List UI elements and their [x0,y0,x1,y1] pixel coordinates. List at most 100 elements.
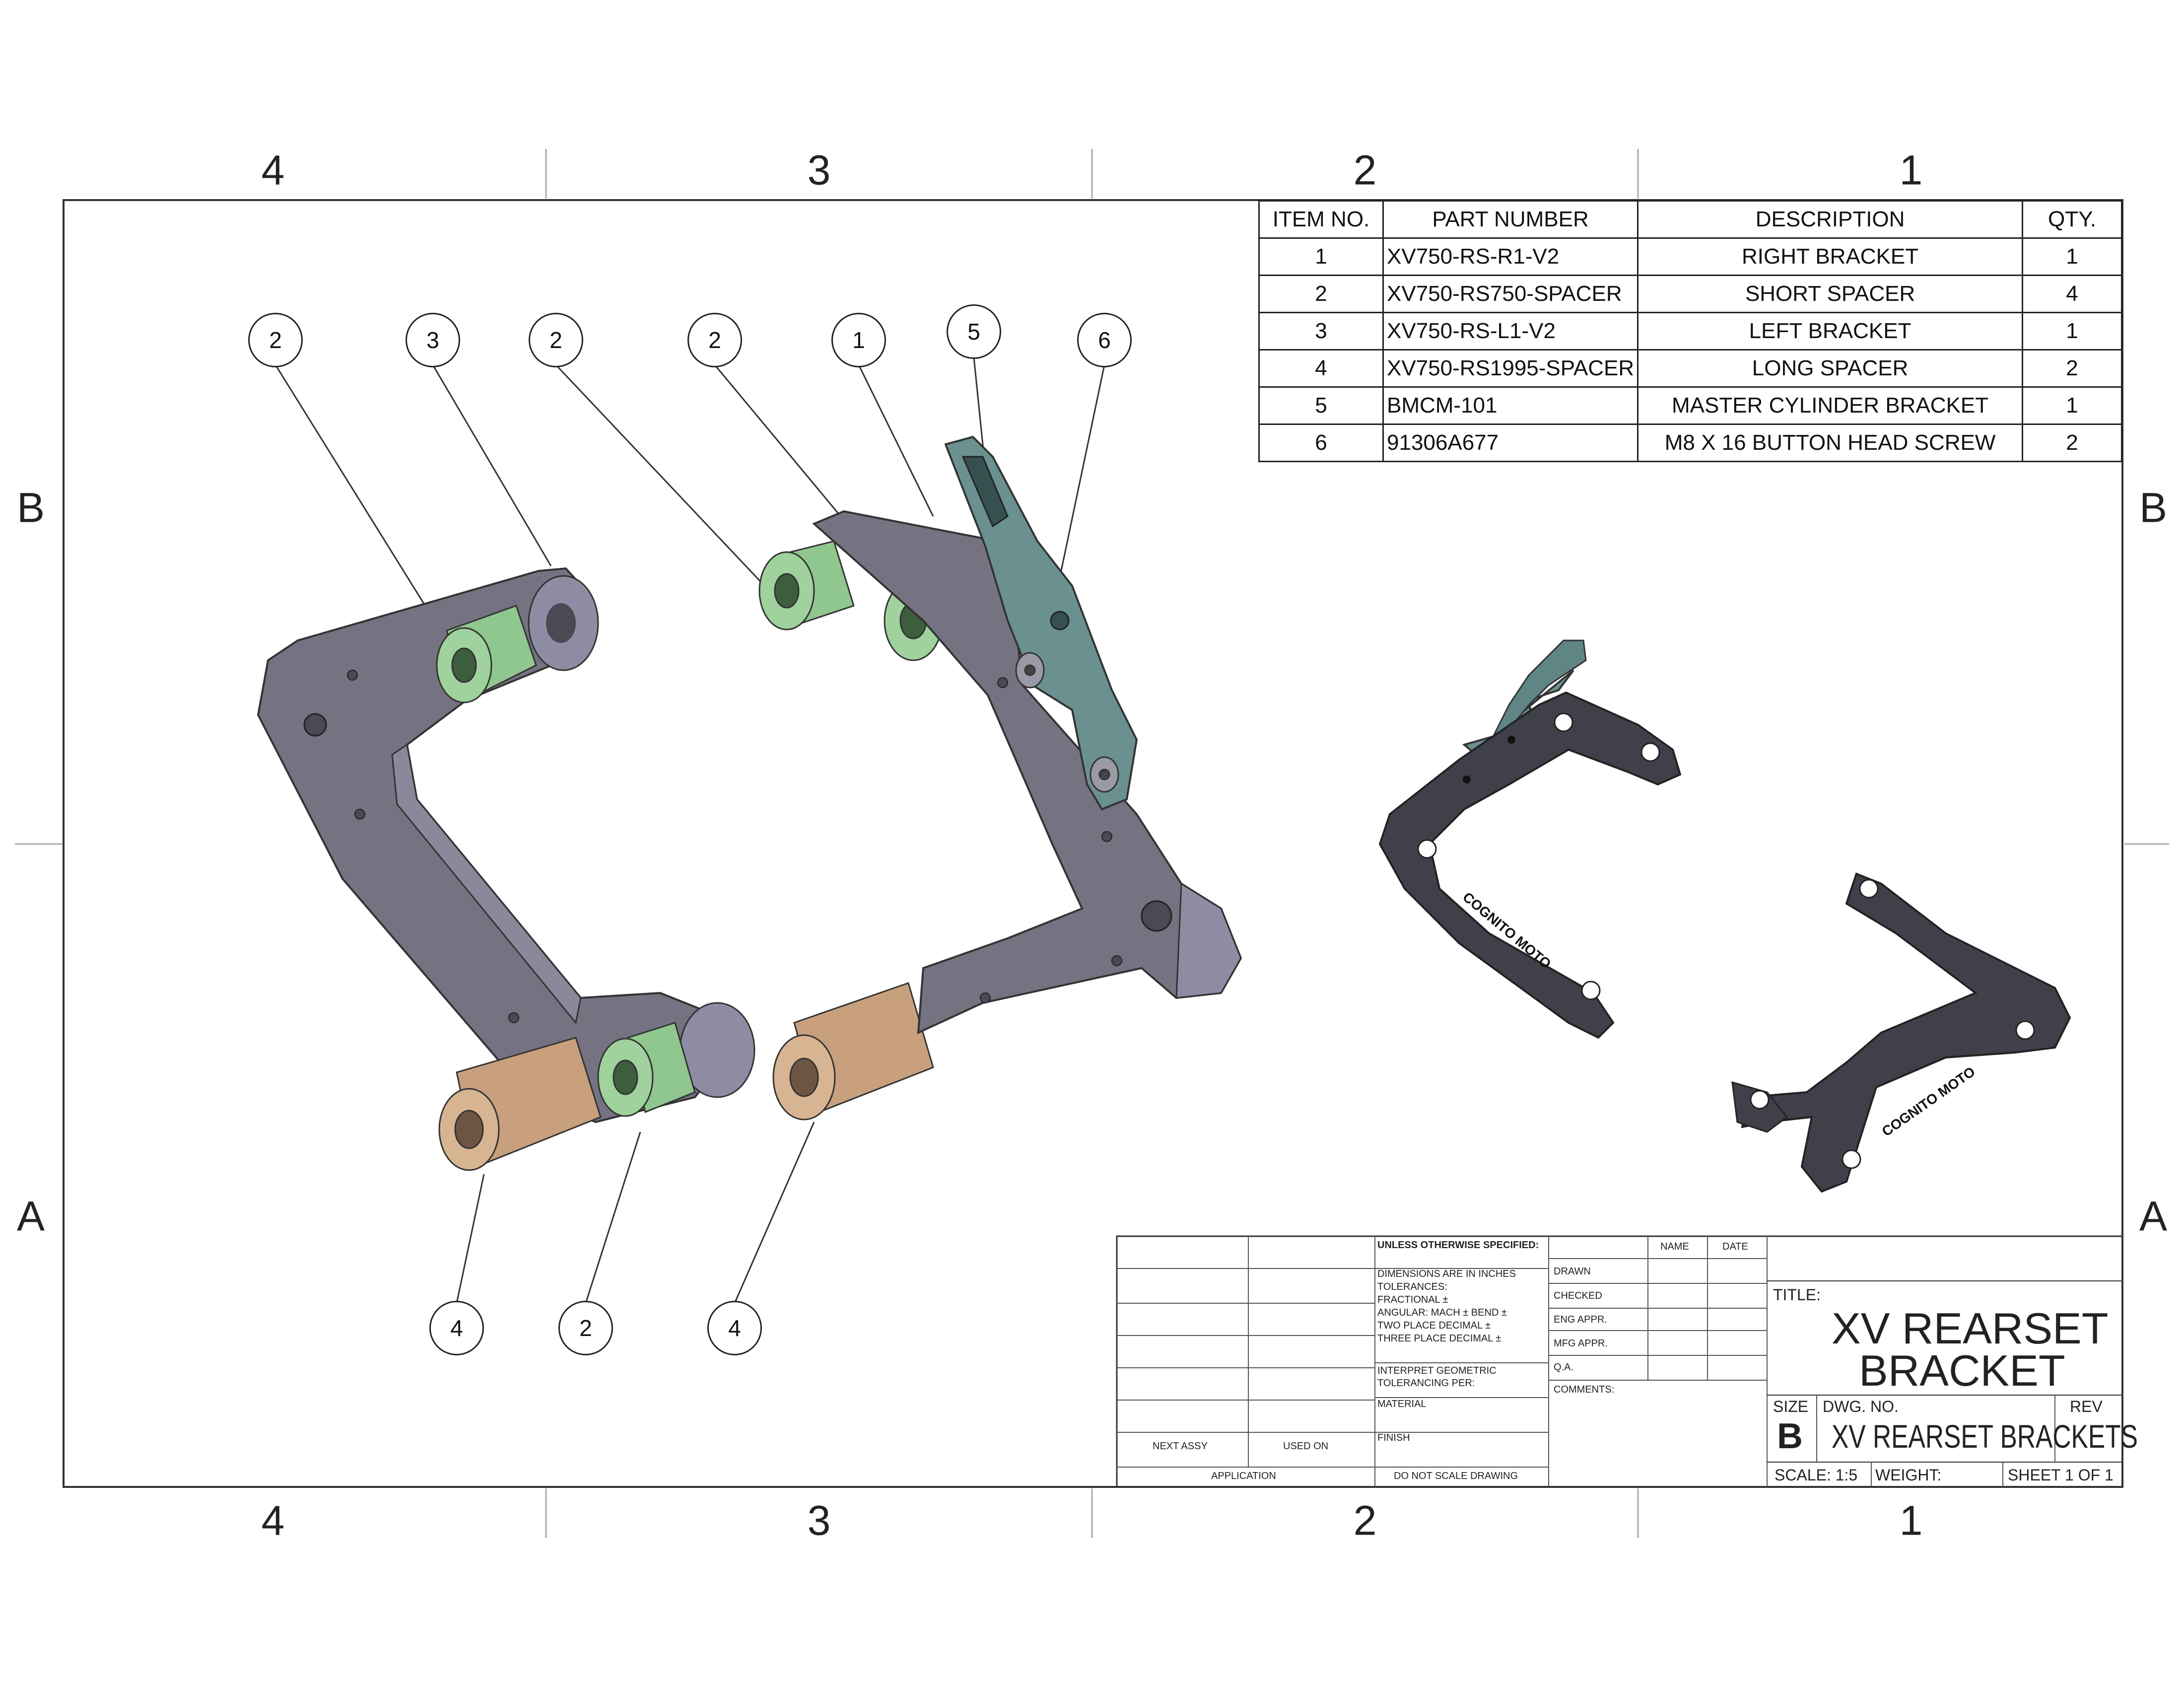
tb-comments: COMMENTS: [1554,1384,1615,1395]
item-balloon: 2 [558,1301,613,1355]
bom-part: XV750-RS-L1-V2 [1382,312,1639,351]
tb-angular: ANGULAR: MACH ± BEND ± [1377,1307,1507,1318]
bom-part: XV750-RS750-SPACER [1382,275,1639,313]
tb-size-value: B [1777,1416,1803,1456]
bom-item: 1 [1258,237,1384,276]
zone-row-a-right: A [2139,1193,2168,1240]
tb-weight: WEIGHT: [1875,1466,1942,1484]
tb-drawn: DRAWN [1554,1266,1591,1277]
bom-desc: M8 X 16 BUTTON HEAD SCREW [1637,423,2024,462]
bom-header-part: PART NUMBER [1382,200,1639,239]
side-view-left-bracket [1731,872,2071,1193]
zone-row-b-right: B [2139,484,2168,531]
tb-tolerances: TOLERANCES: [1377,1281,1447,1292]
zone-col-4-top: 4 [261,146,285,194]
item-balloon: 2 [687,313,742,367]
tb-scale: SCALE: 1:5 [1774,1466,1858,1484]
tb-material: MATERIAL [1377,1399,1427,1409]
tb-sheet: SHEET 1 OF 1 [2008,1466,2114,1484]
zone-col-4-bottom: 4 [261,1497,285,1544]
tb-two-place: TWO PLACE DECIMAL ± [1377,1320,1491,1331]
tb-used-on: USED ON [1283,1441,1329,1452]
bom-header-desc: DESCRIPTION [1637,200,2024,239]
drawing-border [63,199,2123,1488]
item-balloon: 6 [1077,313,1132,367]
tb-application: APPLICATION [1211,1471,1276,1481]
drawing-title-line2: BRACKET [1859,1346,2065,1395]
bom-desc: LONG SPACER [1637,349,2024,388]
item-balloon: 2 [529,313,583,367]
bom-qty: 1 [2022,312,2122,351]
drawing-title-line1: XV REARSET [1832,1304,2109,1353]
tb-name: NAME [1660,1241,1689,1252]
tb-three-place: THREE PLACE DECIMAL ± [1377,1333,1502,1344]
tb-do-not-scale: DO NOT SCALE DRAWING [1394,1471,1518,1481]
bom-part: XV750-RS-R1-V2 [1382,237,1639,276]
bom-desc: SHORT SPACER [1637,275,2024,313]
tb-date: DATE [1722,1241,1748,1252]
tb-qa: Q.A. [1554,1362,1574,1373]
bom-qty: 2 [2022,349,2122,388]
zone-col-3-top: 3 [807,146,831,194]
bom-qty: 2 [2022,423,2122,462]
bom-row: 1 XV750-RS-R1-V2 RIGHT BRACKET 1 [1258,237,2122,276]
bom-row: 4 XV750-RS1995-SPACER LONG SPACER 2 [1258,349,2122,388]
bom-item: 6 [1258,423,1384,462]
title-block-lines [1116,1235,2123,1488]
tb-title-label: TITLE: [1773,1286,1821,1304]
tb-checked: CHECKED [1554,1290,1602,1301]
tb-unless: UNLESS OTHERWISE SPECIFIED: [1377,1240,1539,1251]
zone-row-a-left: A [16,1193,45,1240]
master-cylinder-bracket [944,435,1138,811]
bom-row: 6 91306A677 M8 X 16 BUTTON HEAD SCREW 2 [1258,423,2122,462]
tb-size-label: SIZE [1773,1398,1809,1415]
tb-tolerancing: TOLERANCING PER: [1377,1378,1475,1389]
bom-item: 3 [1258,312,1384,351]
bom-row: 2 XV750-RS750-SPACER SHORT SPACER 4 [1258,275,2122,313]
button-head-screws [1015,652,1119,793]
bom-desc: RIGHT BRACKET [1637,237,2024,276]
side-view-right-bracket [1378,639,1682,1039]
zone-col-1-top: 1 [1899,146,1923,194]
item-balloon: 1 [831,313,886,367]
zone-row-b-left: B [16,484,45,531]
bom-qty: 1 [2022,237,2122,276]
bom-item: 4 [1258,349,1384,388]
item-balloon: 3 [406,313,460,367]
bom-part: BMCM-101 [1382,386,1639,425]
bom-header-qty: QTY. [2022,200,2122,239]
tb-interpret: INTERPRET GEOMETRIC [1377,1365,1497,1376]
bom-desc: LEFT BRACKET [1637,312,2024,351]
tb-dims: DIMENSIONS ARE IN INCHES [1377,1268,1516,1279]
tb-dwg-no-label: DWG. NO. [1823,1398,1899,1415]
tb-fractional: FRACTIONAL ± [1377,1294,1448,1305]
tb-finish: FINISH [1377,1432,1410,1443]
bom-row: 3 XV750-RS-L1-V2 LEFT BRACKET 1 [1258,312,2122,351]
item-balloon: 2 [248,313,303,367]
zone-col-2-top: 2 [1353,146,1377,194]
bom-item: 5 [1258,386,1384,425]
bom-part: 91306A677 [1382,423,1639,462]
zone-col-3-bottom: 3 [807,1497,831,1544]
bom-header-item: ITEM NO. [1258,200,1384,239]
item-balloon: 5 [947,304,1001,359]
zone-col-1-bottom: 1 [1899,1497,1923,1544]
tb-next-assy: NEXT ASSY [1153,1441,1208,1452]
drawing-number: XV REARSET BRACKETS [1832,1418,2138,1455]
long-spacers [438,982,934,1171]
bom-desc: MASTER CYLINDER BRACKET [1637,386,2024,425]
item-balloon: 4 [429,1301,484,1355]
bom-part: XV750-RS1995-SPACER [1382,349,1639,388]
bom-qty: 1 [2022,386,2122,425]
bom-qty: 4 [2022,275,2122,313]
tb-mfg-appr: MFG APPR. [1554,1338,1608,1349]
tb-eng-appr: ENG APPR. [1554,1314,1607,1325]
item-balloon: 4 [707,1301,762,1355]
bill-of-materials: ITEM NO. PART NUMBER DESCRIPTION QTY. 1 … [1258,200,2122,462]
left-bracket [257,567,755,1124]
bom-header-row: ITEM NO. PART NUMBER DESCRIPTION QTY. [1258,200,2122,239]
bom-item: 2 [1258,275,1384,313]
bom-row: 5 BMCM-101 MASTER CYLINDER BRACKET 1 [1258,386,2122,425]
tb-rev-label: REV [2070,1398,2103,1415]
